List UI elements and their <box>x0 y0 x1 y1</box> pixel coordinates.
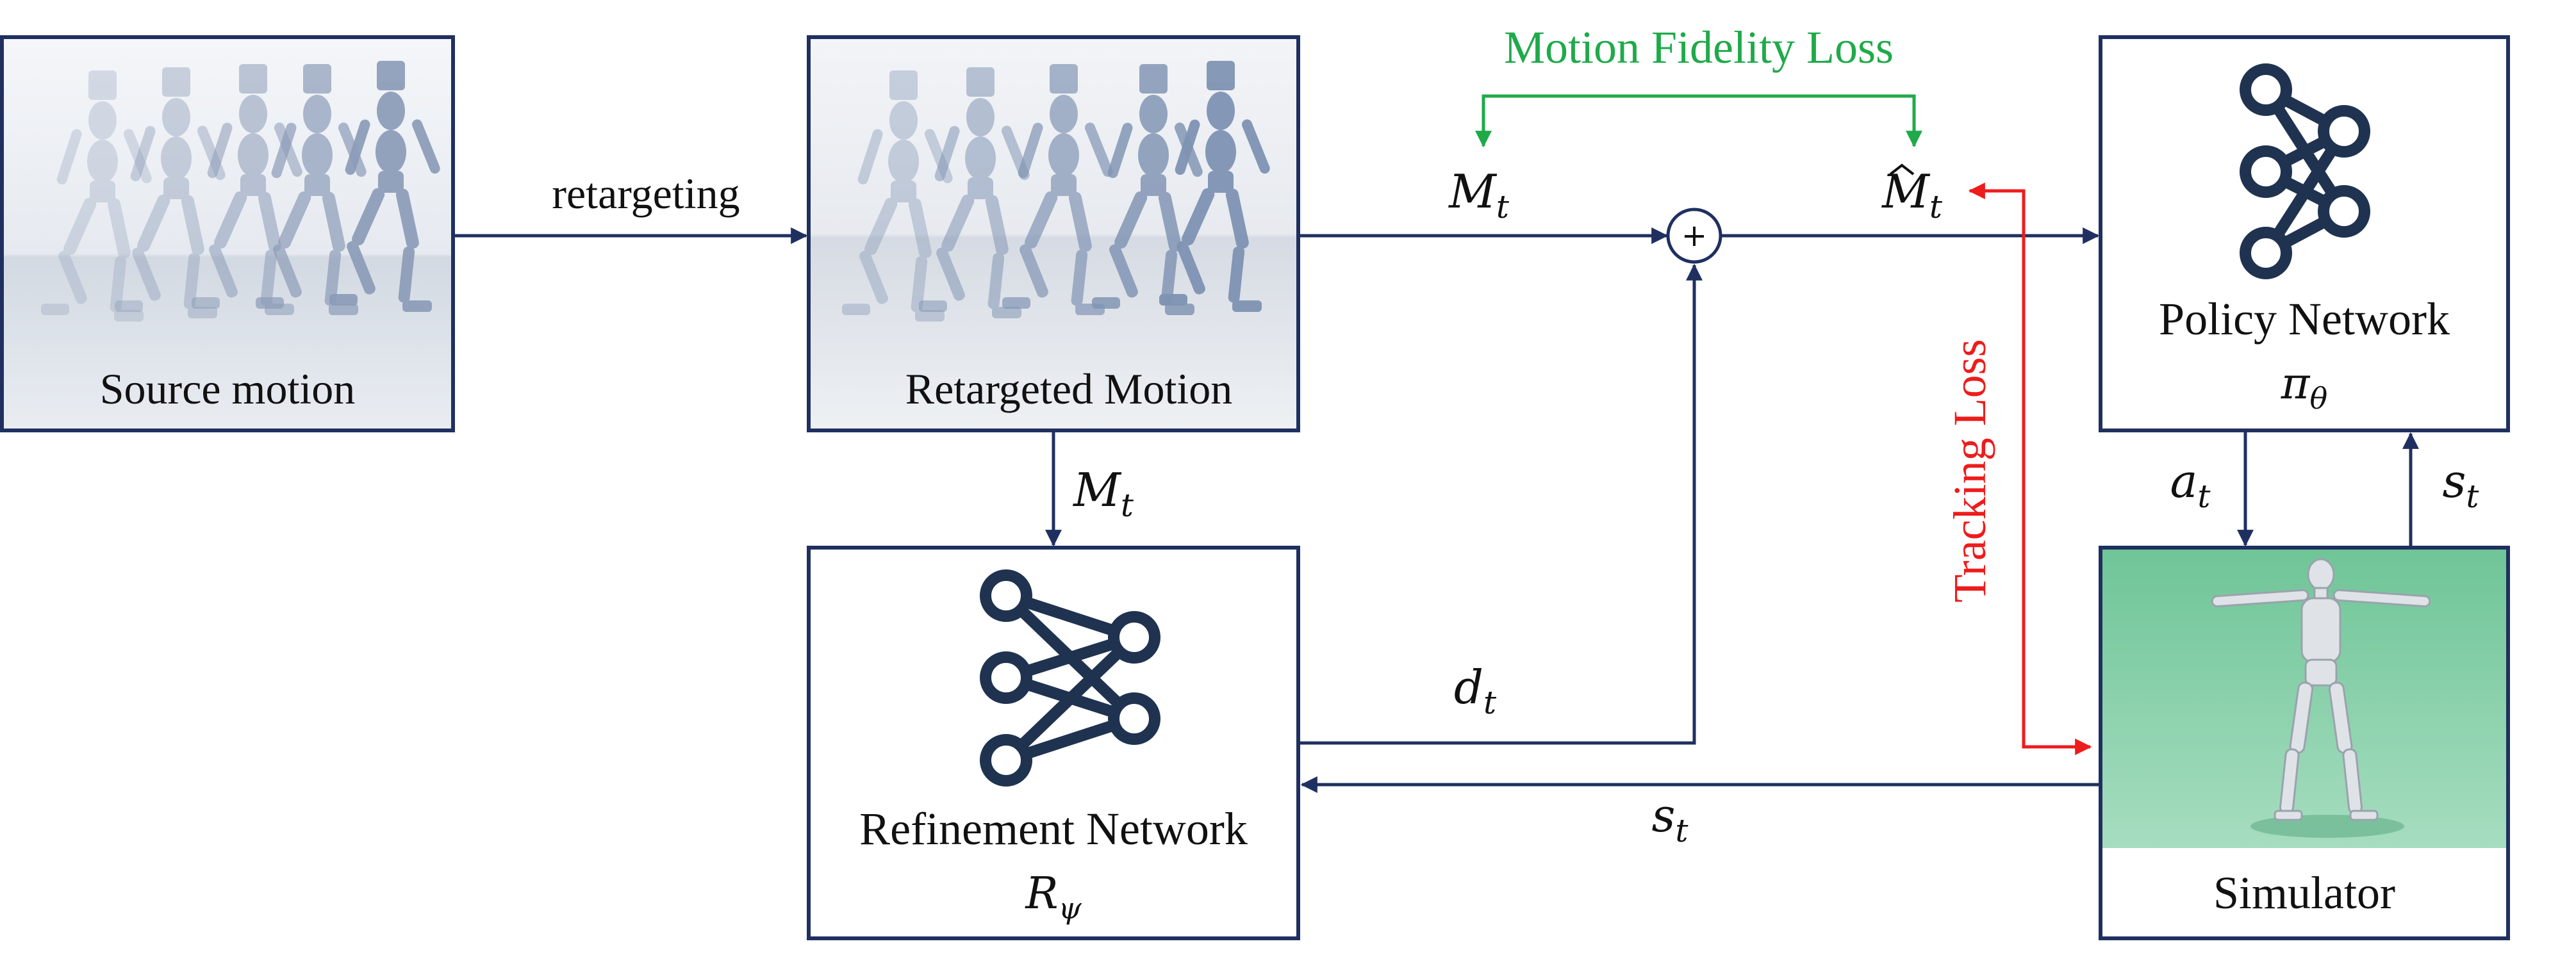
source-motion-box: Source motion <box>0 35 455 432</box>
policy-symbol-sub: θ <box>2310 381 2328 416</box>
mt-top-base: M <box>1448 165 1498 218</box>
retargeted-motion-box: Retargeted Motion <box>807 35 1300 432</box>
mt-top-label: Mt <box>1448 165 1510 225</box>
source-motion-label: Source motion <box>100 364 356 413</box>
policy-network-label: Policy Network <box>2159 293 2450 345</box>
mhat-label: Mt <box>1881 163 1943 225</box>
arrow-dt-to-sum <box>1300 263 1703 745</box>
refinement-network-box: Refinement Network Rψ <box>807 546 1300 940</box>
st-right-label: st <box>2442 454 2479 515</box>
dt-sub: t <box>1483 684 1497 721</box>
data-flow-arrows <box>455 227 2419 793</box>
policy-symbol-base: π <box>2281 359 2311 409</box>
sum-node: + <box>1666 208 1722 264</box>
refinement-network-label: Refinement Network <box>859 803 1248 854</box>
dt-label: dt <box>1454 660 1497 721</box>
policy-network-symbol: πθ <box>2281 359 2327 416</box>
sum-symbol: + <box>1681 218 1707 254</box>
mhat-sub: t <box>1929 188 1943 225</box>
tracking-bracket <box>1968 183 2092 755</box>
st-bottom-label: st <box>1651 788 1688 849</box>
policy-network-box: Policy Network πθ <box>2099 35 2510 432</box>
refinement-symbol-base: R <box>1024 869 1058 919</box>
refinement-symbol-sub: ψ <box>1059 891 1082 926</box>
at-base: a <box>2170 454 2197 508</box>
fidelity-bracket <box>1475 94 1922 148</box>
retargeted-motion-label: Retargeted Motion <box>905 364 1233 413</box>
tracking-loss: Tracking Loss <box>1944 183 2092 755</box>
st-right-base: s <box>2442 454 2466 508</box>
mt-down-sub: t <box>1121 487 1134 524</box>
motion-fidelity-loss-label: Motion Fidelity Loss <box>1504 22 1894 73</box>
st-bottom-sub: t <box>1675 812 1688 849</box>
at-label: at <box>2170 454 2211 515</box>
humanoid-robot-icon <box>2211 558 2431 838</box>
refinement-network-symbol: Rψ <box>1024 869 1082 926</box>
retargeting-label: retargeting <box>552 169 739 218</box>
neural-network-icon <box>2240 63 2370 279</box>
simulator-label: Simulator <box>2213 867 2395 918</box>
mt-down-base: M <box>1072 463 1122 517</box>
at-sub: t <box>2197 478 2211 515</box>
dt-base: d <box>1454 660 1483 714</box>
mt-top-sub: t <box>1496 188 1510 225</box>
mt-down-label: Mt <box>1072 463 1134 524</box>
neural-network-icon <box>980 569 1160 787</box>
tracking-loss-label: Tracking Loss <box>1944 339 1995 602</box>
motion-fidelity-loss: Motion Fidelity Loss <box>1475 22 1922 148</box>
st-right-sub: t <box>2466 478 2479 515</box>
st-bottom-base: s <box>1651 788 1675 842</box>
mhat-base: M <box>1881 165 1931 218</box>
svg-text:Mt: Mt <box>1881 165 1943 225</box>
simulator-box: Simulator <box>2099 546 2510 940</box>
